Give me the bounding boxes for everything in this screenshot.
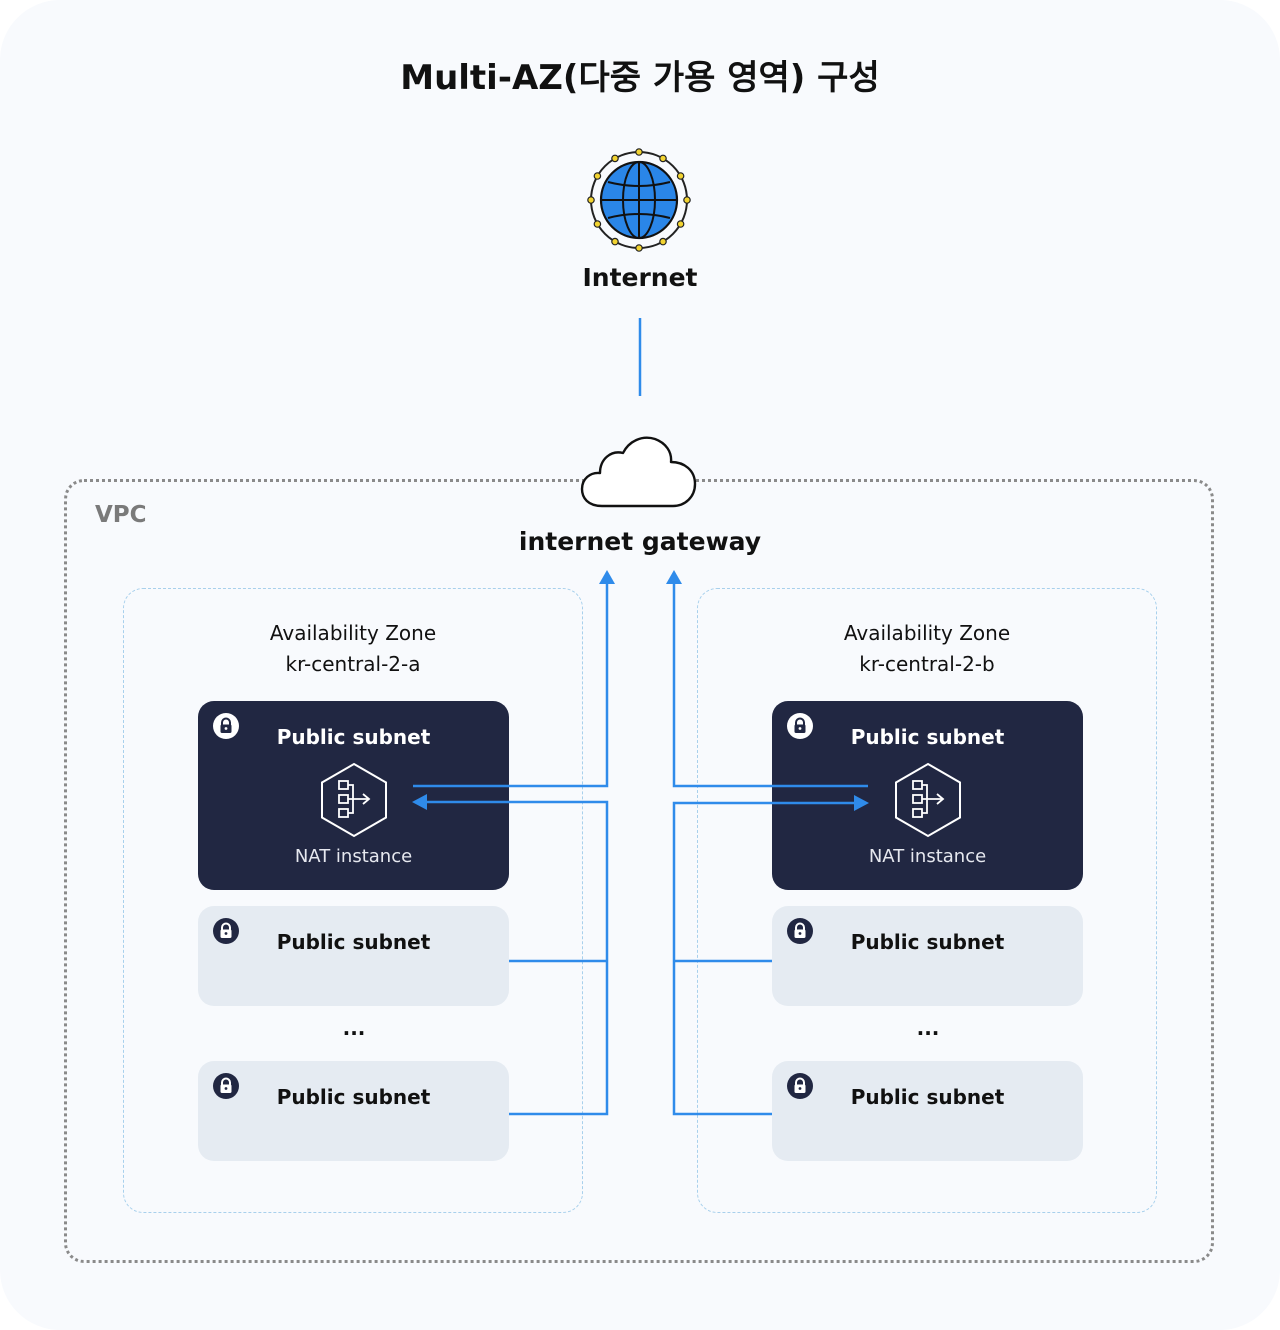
arrow-right-icon bbox=[854, 795, 869, 811]
subnet-label: Public subnet bbox=[276, 930, 431, 954]
lock-icon bbox=[213, 713, 239, 739]
page-title: Multi-AZ(다중 가용 영역) 구성 bbox=[400, 58, 880, 98]
internet-gateway-label: internet gateway bbox=[518, 527, 762, 556]
nat-subnet-a[interactable]: Public subnet NAT instance bbox=[198, 701, 509, 890]
subnet-label: Public subnet bbox=[850, 930, 1005, 954]
ellipsis-b: ... bbox=[916, 1016, 940, 1040]
nat-a-to-gateway-line bbox=[413, 582, 609, 788]
public-subnet-b1[interactable]: Public subnet bbox=[772, 906, 1083, 1006]
nat-gateway-icon bbox=[895, 762, 961, 838]
nat-instance-label: NAT instance bbox=[868, 846, 987, 867]
public-subnet-a2[interactable]: Public subnet bbox=[198, 1061, 509, 1161]
lock-icon bbox=[787, 918, 813, 944]
nat-instance-label: NAT instance bbox=[294, 846, 413, 867]
az-b-title: Availability Zone kr-central-2-b bbox=[697, 618, 1157, 680]
az-b-title-line1: Availability Zone bbox=[843, 621, 1011, 645]
lock-icon bbox=[213, 1073, 239, 1099]
az-b-title-line2: kr-central-2-b bbox=[859, 652, 995, 676]
subnet-label: Public subnet bbox=[276, 725, 431, 749]
arrow-up-icon bbox=[599, 570, 615, 584]
public-subnet-b2[interactable]: Public subnet bbox=[772, 1061, 1083, 1161]
nat-b-to-gateway-line bbox=[672, 582, 868, 788]
nat-gateway-icon bbox=[321, 762, 387, 838]
subnets-a-to-nat-line bbox=[427, 800, 609, 1116]
nat-subnet-b[interactable]: Public subnet NAT instance bbox=[772, 701, 1083, 890]
ellipsis-a: ... bbox=[342, 1016, 366, 1040]
subnet-label: Public subnet bbox=[850, 725, 1005, 749]
az-a-title-line2: kr-central-2-a bbox=[285, 652, 421, 676]
vpc-label: VPC bbox=[95, 502, 147, 528]
lock-icon bbox=[787, 713, 813, 739]
az-a-title: Availability Zone kr-central-2-a bbox=[123, 618, 583, 680]
arrow-left-icon bbox=[412, 794, 427, 810]
globe-icon bbox=[587, 148, 691, 252]
subnet-label: Public subnet bbox=[276, 1085, 431, 1109]
arrow-up-icon bbox=[666, 570, 682, 584]
lock-icon bbox=[213, 918, 239, 944]
availability-zone-a bbox=[123, 588, 583, 1213]
subnet-label: Public subnet bbox=[850, 1085, 1005, 1109]
subnets-b-to-nat-line bbox=[672, 801, 854, 1116]
internet-label: Internet bbox=[582, 263, 698, 292]
cloud-icon bbox=[580, 436, 697, 508]
lock-icon bbox=[787, 1073, 813, 1099]
az-a-title-line1: Availability Zone bbox=[269, 621, 437, 645]
availability-zone-b bbox=[697, 588, 1157, 1213]
public-subnet-a1[interactable]: Public subnet bbox=[198, 906, 509, 1006]
